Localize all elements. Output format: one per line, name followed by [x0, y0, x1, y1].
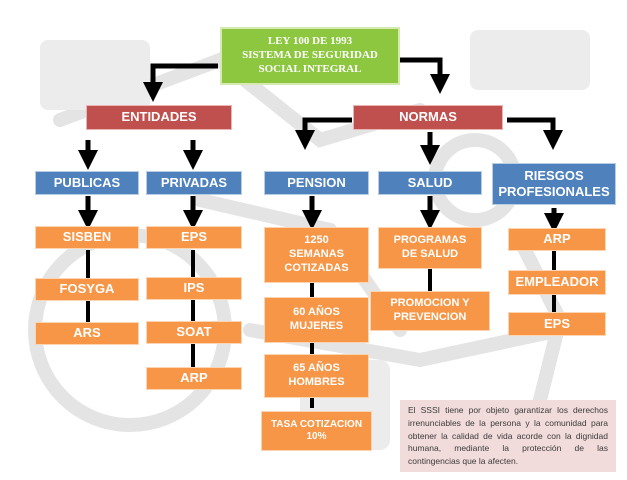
item-60-line-2: MUJERES	[289, 320, 344, 332]
category-salud: SALUD	[378, 171, 482, 195]
title-line-1: LEY 100 DE 1993	[267, 35, 353, 48]
item-1250-line-1: 1250	[304, 234, 329, 247]
item-tasa-line-1: TASA COTIZACION	[270, 418, 363, 430]
title-line-2: SISTEMA DE SEGURIDAD	[242, 49, 378, 62]
item-1250-line-2: SEMANAS	[288, 248, 344, 261]
branch-entidades: ENTIDADES	[86, 105, 232, 130]
item-ips: IPS	[146, 277, 242, 300]
item-programas-line-2: DE SALUD	[401, 248, 459, 260]
item-empleador: EMPLEADOR	[508, 270, 606, 295]
riesgos-line-2: PROFESIONALES	[498, 184, 610, 199]
branch-normas: NORMAS	[353, 105, 503, 130]
title-line-3: SOCIAL INTEGRAL	[258, 62, 362, 75]
title-box: LEY 100 DE 1993 SISTEMA DE SEGURIDAD SOC…	[220, 27, 400, 85]
item-programas-line-1: PROGRAMAS	[393, 234, 467, 247]
item-60-anos-mujeres: 60 AÑOS MUJERES	[264, 297, 369, 343]
item-soat: SOAT	[146, 321, 242, 344]
category-publicas: PUBLICAS	[35, 171, 139, 195]
item-eps-privadas: EPS	[146, 226, 242, 249]
category-privadas: PRIVADAS	[146, 171, 242, 195]
item-1250-semanas: 1250 SEMANAS COTIZADAS	[264, 227, 369, 283]
item-1250-line-3: COTIZADAS	[284, 261, 349, 274]
category-riesgos: RIESGOS PROFESIONALES	[492, 163, 616, 205]
item-tasa-line-2: 10%	[306, 431, 327, 442]
item-fosyga: FOSYGA	[35, 278, 139, 301]
item-ars: ARS	[35, 322, 139, 345]
item-arp-privadas: ARP	[146, 367, 242, 390]
item-60-line-1: 60 AÑOS	[293, 306, 340, 319]
item-65-line-1: 65 AÑOS	[293, 362, 340, 375]
item-promocion-y-prevencion: PROMOCION Y PREVENCION	[370, 291, 490, 331]
category-pension: PENSION	[264, 171, 369, 195]
description-note: El SSSI tiene por objeto garantizar los …	[400, 400, 616, 472]
item-promocion-line-2: PREVENCION	[393, 311, 467, 323]
item-programas-de-salud: PROGRAMAS DE SALUD	[378, 227, 482, 269]
item-65-anos-hombres: 65 AÑOS HOMBRES	[264, 354, 369, 398]
riesgos-line-1: RIESGOS	[524, 167, 584, 183]
item-tasa-cotizacion: TASA COTIZACION 10%	[261, 411, 372, 451]
item-eps-riesgos: EPS	[508, 312, 606, 336]
item-promocion-line-1: PROMOCION Y	[390, 297, 470, 310]
item-65-line-2: HOMBRES	[288, 376, 345, 388]
item-arp-riesgos: ARP	[508, 228, 606, 251]
item-sisben: SISBEN	[35, 226, 139, 249]
